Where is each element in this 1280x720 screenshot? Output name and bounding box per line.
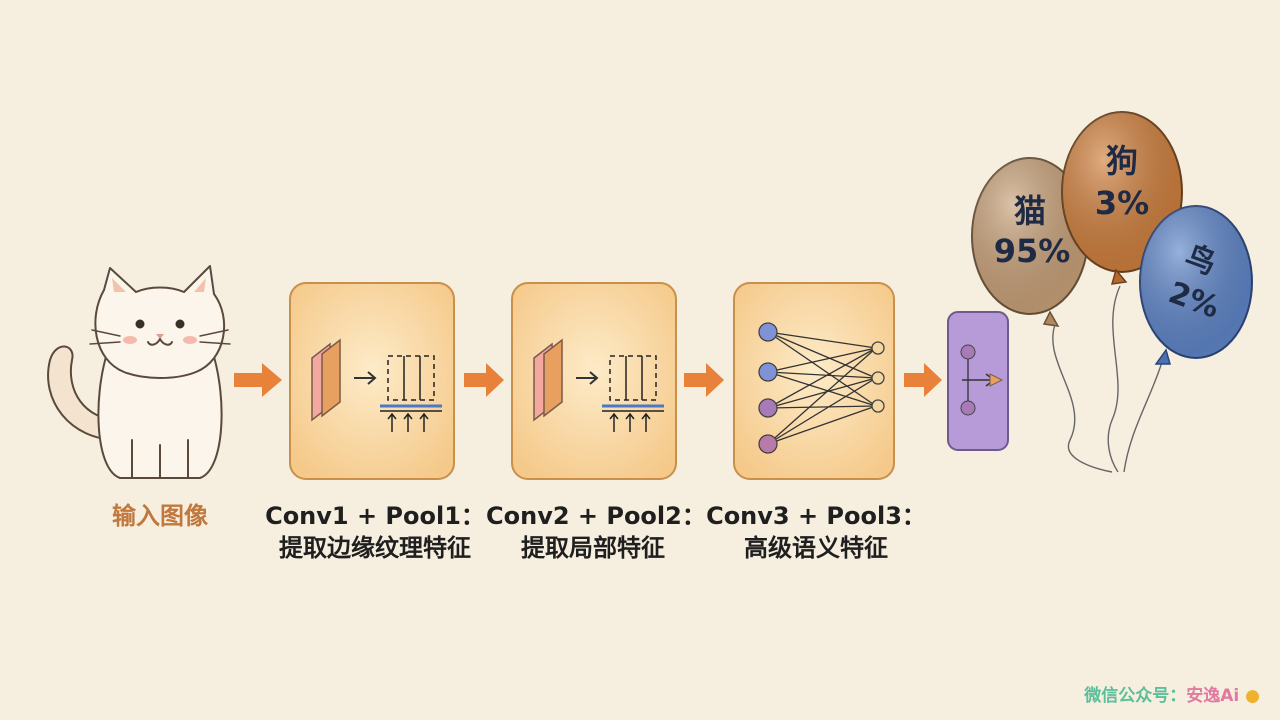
balloon-dog: 狗 3% bbox=[1061, 111, 1183, 285]
stage-label-1: Conv1 + Pool1： 提取边缘纹理特征 bbox=[262, 500, 488, 564]
stage-3-title: Conv3 + Pool3： bbox=[706, 502, 926, 530]
arrow-head-icon bbox=[989, 373, 1004, 387]
stage-2-title: Conv2 + Pool2： bbox=[486, 502, 706, 530]
input-node bbox=[758, 362, 778, 382]
feature-map-icon bbox=[311, 338, 341, 422]
conv-pool-box-2 bbox=[511, 282, 677, 480]
arrow-1 bbox=[234, 363, 282, 397]
bird-icon: ● bbox=[1239, 686, 1260, 706]
balloon-strings bbox=[1052, 285, 1163, 473]
stage-1-desc: 提取边缘纹理特征 bbox=[279, 534, 471, 562]
output-node bbox=[871, 341, 885, 355]
cat-illustration bbox=[47, 265, 231, 479]
stage-1-title: Conv1 + Pool1： bbox=[265, 502, 485, 530]
input-node bbox=[758, 434, 778, 454]
balloon-cat: 猫 95% bbox=[971, 157, 1089, 327]
arrow-3 bbox=[684, 363, 724, 397]
output-node bbox=[871, 371, 885, 385]
conv-pool-box-3 bbox=[733, 282, 895, 480]
watermark-name: 安逸Ai bbox=[1186, 686, 1240, 706]
small-arrow-icon bbox=[576, 371, 599, 385]
arrow-4 bbox=[904, 363, 942, 397]
stage-label-2: Conv2 + Pool2： 提取局部特征 bbox=[486, 500, 706, 564]
network-nodes bbox=[758, 322, 885, 454]
balloon-dog-percent: 3% bbox=[1095, 184, 1149, 222]
input-image-label: 输入图像 bbox=[112, 502, 208, 530]
pooling-grid-icon bbox=[602, 355, 664, 432]
stage-3-desc: 高级语义特征 bbox=[744, 534, 888, 562]
balloon-cat-percent: 95% bbox=[994, 232, 1071, 270]
output-node bbox=[871, 399, 885, 413]
input-node bbox=[758, 398, 778, 418]
input-node bbox=[758, 322, 778, 342]
arrow-2 bbox=[464, 363, 504, 397]
fc-layer-box bbox=[947, 311, 1009, 451]
small-arrow-icon bbox=[354, 371, 377, 385]
feature-map-icon bbox=[533, 338, 563, 422]
balloon-cat-label: 猫 bbox=[1014, 192, 1046, 230]
stage-label-3: Conv3 + Pool3： 高级语义特征 bbox=[704, 500, 928, 564]
balloon-dog-label: 狗 bbox=[1106, 142, 1138, 180]
watermark-prefix: 微信公众号： bbox=[1084, 686, 1187, 706]
balloon-bird: 鸟 2% bbox=[1139, 205, 1253, 365]
flow-arrows bbox=[234, 363, 942, 397]
network-edges bbox=[767, 331, 877, 445]
conv-pool-box-1 bbox=[289, 282, 455, 480]
watermark: 微信公众号：安逸Ai ● bbox=[1084, 681, 1260, 706]
stage-2-desc: 提取局部特征 bbox=[521, 534, 665, 562]
pooling-grid-icon bbox=[380, 355, 442, 432]
